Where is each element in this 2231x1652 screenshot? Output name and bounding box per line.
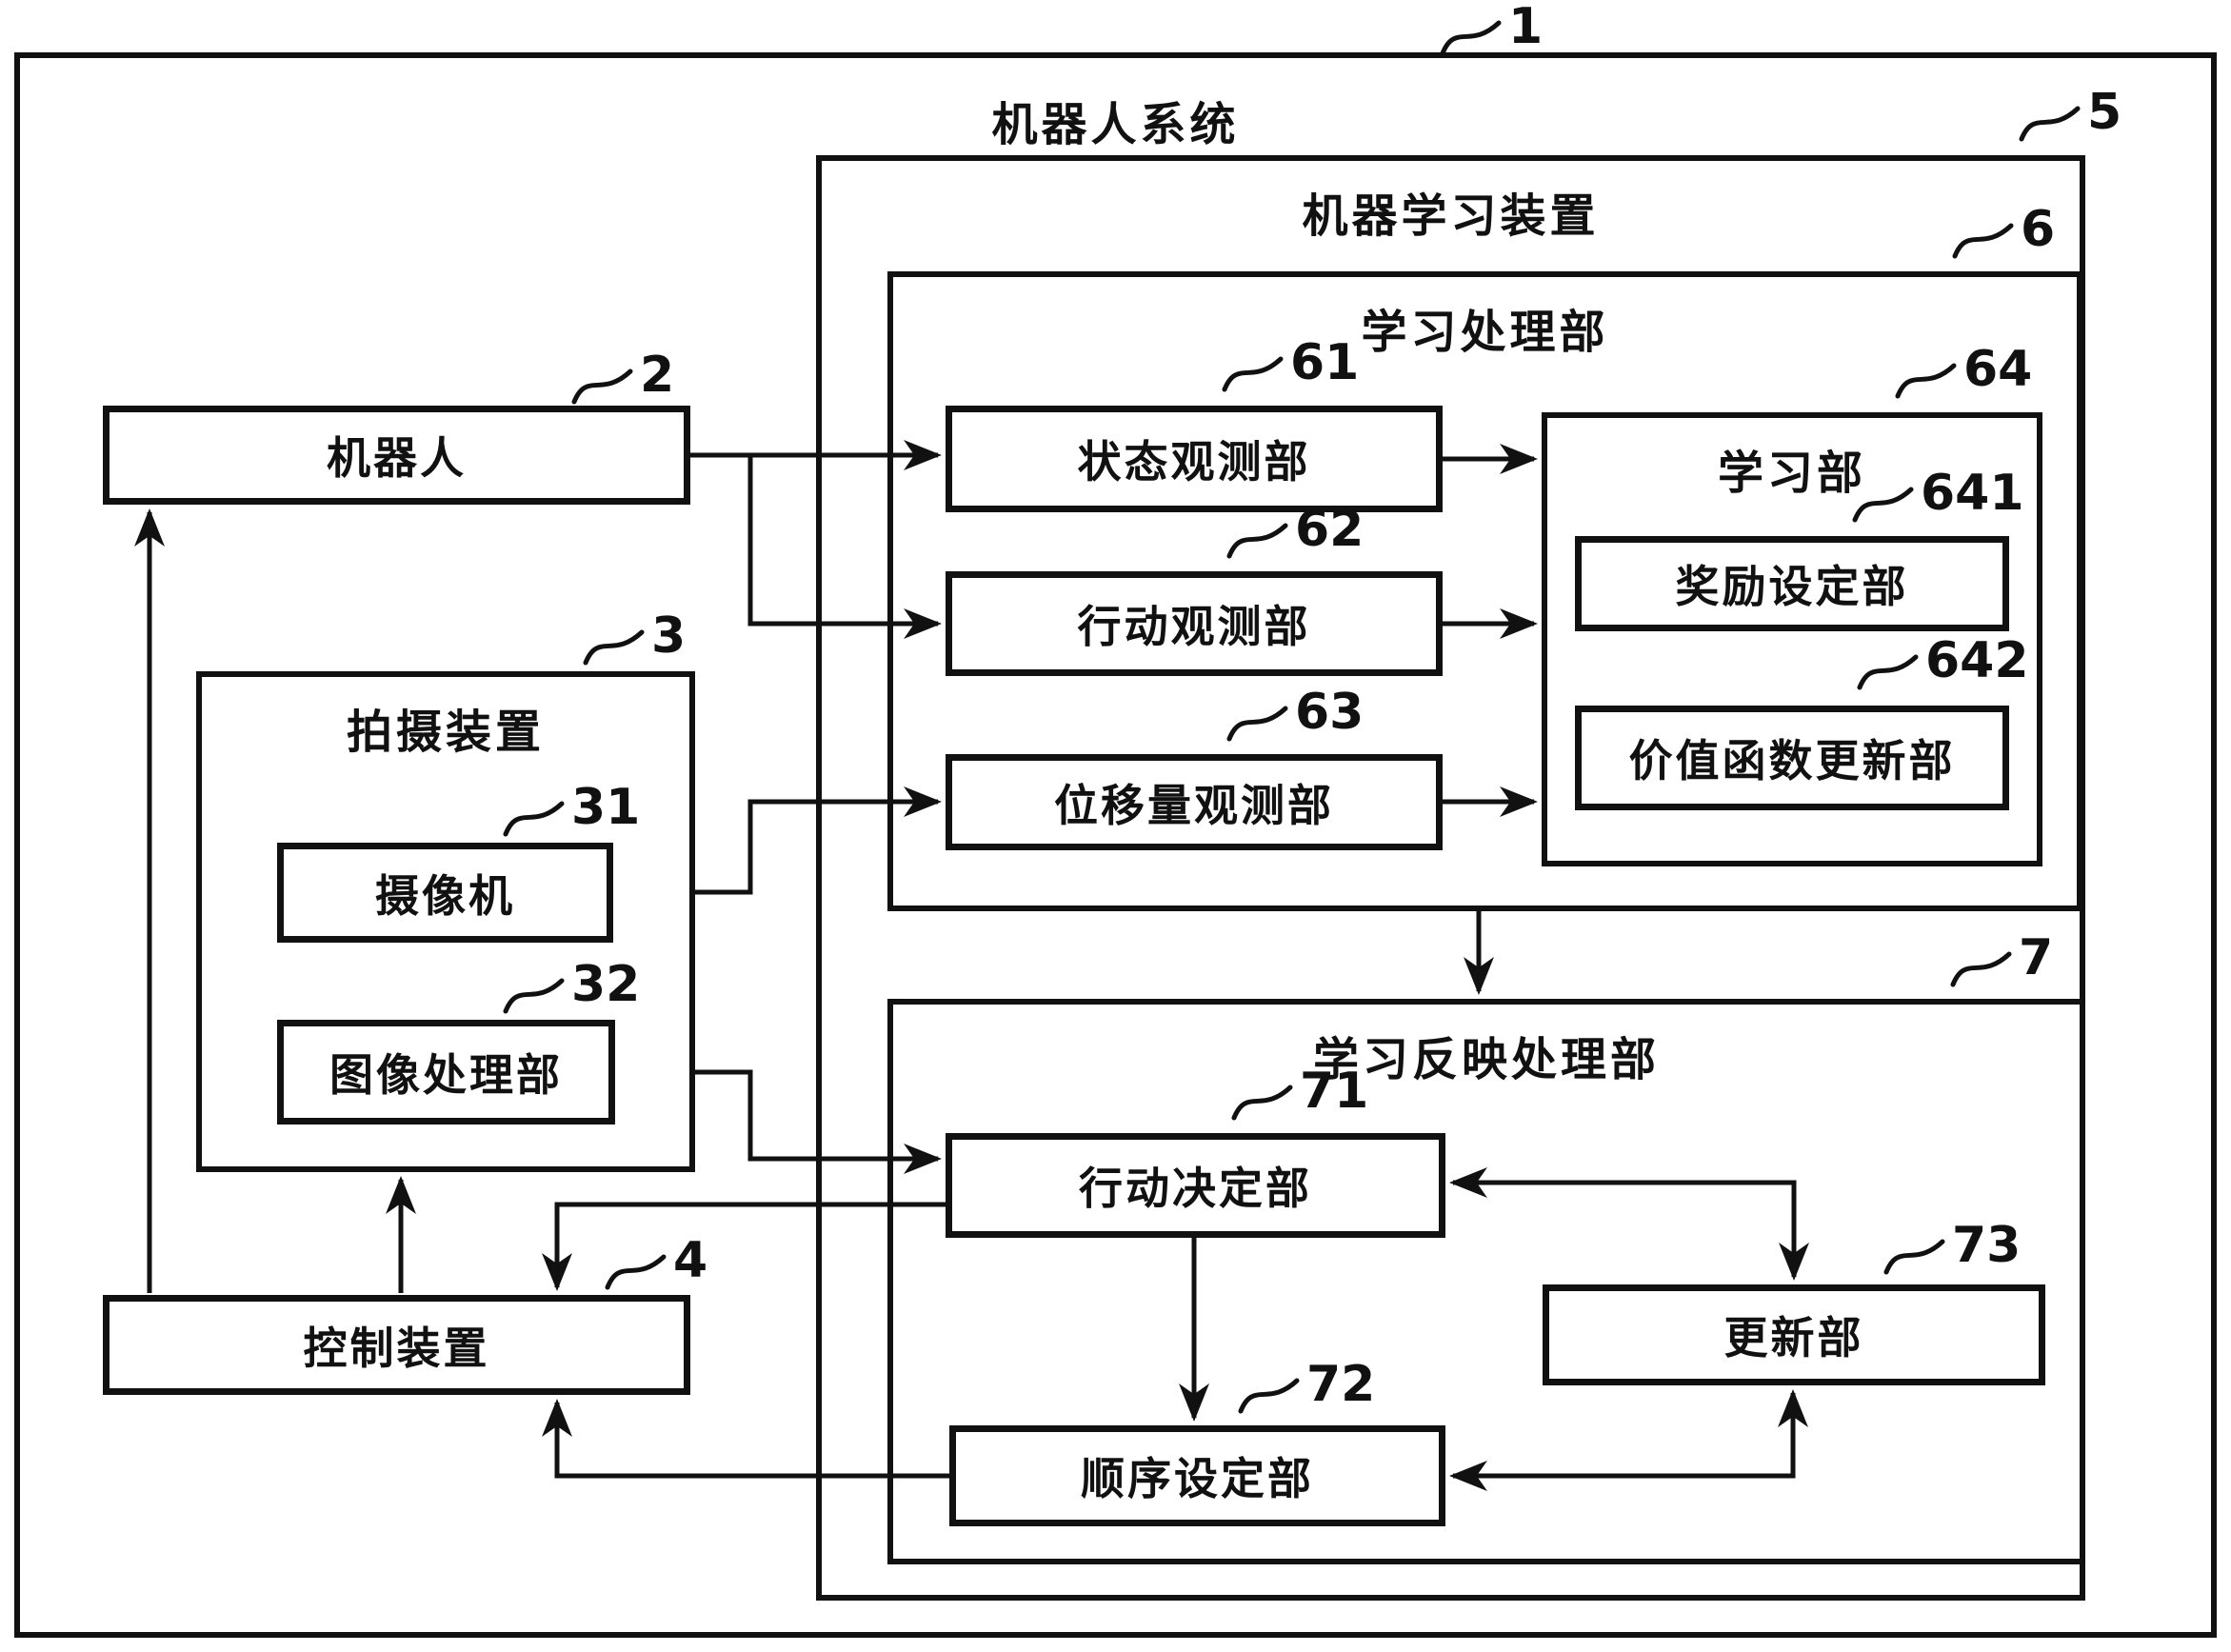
robot-label: 机器人 [327, 433, 467, 483]
state-observation-label: 状态观测部 [1077, 437, 1311, 487]
ref-image-processing: 32 [503, 960, 640, 1015]
leader-curve-icon [1226, 706, 1288, 742]
leader-curve-icon [503, 801, 565, 837]
leader-curve-icon [1852, 487, 1914, 523]
imaging-device-title: 拍摄装置 [346, 707, 545, 758]
displacement-observation-label: 位移量观测部 [1054, 780, 1334, 830]
ref-number-action-decision: 71 [1300, 1063, 1369, 1120]
box-state-observation: 状态观测部 [946, 406, 1443, 512]
machine-learning-device-title: 机器学习装置 [1302, 191, 1600, 242]
learning-unit-title: 学习部 [1717, 448, 1866, 499]
leader-curve-icon [1883, 1239, 1945, 1275]
ref-control-device: 4 [605, 1236, 707, 1291]
reward-setting-label: 奖励设定部 [1675, 562, 1909, 611]
ref-number-control-device: 4 [673, 1232, 708, 1289]
ref-learning-reflection: 7 [1950, 933, 2053, 988]
ref-robot: 2 [571, 350, 674, 406]
ref-system: 1 [1440, 2, 1543, 57]
leader-curve-icon [1222, 356, 1284, 392]
ref-number-imaging-device: 3 [651, 607, 687, 665]
ref-number-update-unit: 73 [1952, 1217, 2022, 1274]
box-control-device: 控制装置 [103, 1295, 690, 1395]
box-update-unit: 更新部 [1543, 1284, 2045, 1385]
leader-curve-icon [1857, 654, 1919, 690]
leader-curve-icon [503, 978, 565, 1014]
image-processing-label: 图像处理部 [329, 1050, 563, 1100]
leader-curve-icon [1952, 223, 2014, 259]
camera-label: 摄像机 [375, 870, 515, 921]
box-imaging-device: 拍摄装置 [196, 671, 695, 1172]
learning-reflection-title: 学习反映处理部 [1312, 1035, 1660, 1085]
box-reward-setting: 奖励设定部 [1575, 536, 2009, 631]
update-unit-label: 更新部 [1723, 1313, 1864, 1363]
value-function-update-label: 价值函数更新部 [1628, 736, 1956, 786]
box-displacement-observation: 位移量观测部 [946, 754, 1443, 850]
ref-sequence-setting: 72 [1238, 1360, 1375, 1415]
leader-curve-icon [1231, 1085, 1293, 1121]
leader-curve-icon [1226, 523, 1288, 559]
learning-processing-title: 学习处理部 [1361, 308, 1609, 358]
leader-curve-icon [2019, 106, 2081, 142]
ref-number-image-processing: 32 [571, 956, 641, 1013]
box-action-decision: 行动决定部 [946, 1133, 1445, 1238]
ref-number-reward-setting: 641 [1921, 465, 2024, 522]
leader-curve-icon [1440, 20, 1502, 56]
ref-action-observation: 62 [1226, 505, 1364, 560]
box-robot: 机器人 [103, 406, 690, 505]
box-robot-system: 机器人系统 [14, 52, 2217, 1638]
ref-number-value-function-update: 642 [1925, 632, 2029, 689]
ref-number-system: 1 [1508, 0, 1544, 55]
ref-value-function-update: 642 [1857, 636, 2029, 691]
box-learning-unit: 学习部 [1542, 412, 2042, 866]
ref-imaging-device: 3 [583, 611, 686, 667]
box-camera: 摄像机 [277, 843, 613, 943]
ref-ml-device: 5 [2019, 88, 2121, 143]
leader-curve-icon [571, 368, 633, 405]
leader-curve-icon [1950, 951, 2012, 987]
ref-learning-unit: 64 [1895, 345, 2032, 400]
control-device-label: 控制装置 [303, 1323, 490, 1373]
ref-learning-processing: 6 [1952, 205, 2055, 260]
robot-system-title: 机器人系统 [991, 100, 1240, 150]
box-image-processing: 图像处理部 [277, 1020, 615, 1125]
ref-number-learning-processing: 6 [2021, 201, 2056, 258]
ref-number-state-observation: 61 [1290, 334, 1360, 391]
ref-number-robot: 2 [640, 347, 675, 404]
ref-reward-setting: 641 [1852, 468, 2024, 524]
action-observation-label: 行动观测部 [1077, 602, 1311, 651]
leader-curve-icon [605, 1254, 667, 1290]
box-learning-reflection-unit: 学习反映处理部 [887, 999, 2085, 1564]
ref-update-unit: 73 [1883, 1221, 2021, 1276]
box-action-observation: 行动观测部 [946, 571, 1443, 676]
leader-curve-icon [1895, 363, 1957, 399]
ref-number-learning-reflection: 7 [2019, 929, 2054, 986]
ref-number-ml-device: 5 [2087, 84, 2122, 141]
leader-curve-icon [1238, 1378, 1300, 1414]
leader-curve-icon [583, 629, 645, 666]
ref-number-learning-unit: 64 [1963, 341, 2033, 398]
ref-camera: 31 [503, 783, 640, 838]
ref-number-camera: 31 [571, 779, 641, 836]
ref-number-action-observation: 62 [1295, 501, 1364, 558]
action-decision-label: 行动决定部 [1079, 1164, 1312, 1213]
sequence-setting-label: 顺序设定部 [1081, 1454, 1314, 1503]
ref-number-displacement-observation: 63 [1295, 684, 1364, 741]
ref-action-decision: 71 [1231, 1066, 1368, 1122]
ref-displacement-observation: 63 [1226, 687, 1364, 743]
box-sequence-setting: 顺序设定部 [949, 1425, 1445, 1526]
ref-state-observation: 61 [1222, 338, 1359, 393]
box-value-function-update: 价值函数更新部 [1575, 706, 2009, 810]
ref-number-sequence-setting: 72 [1306, 1356, 1376, 1413]
